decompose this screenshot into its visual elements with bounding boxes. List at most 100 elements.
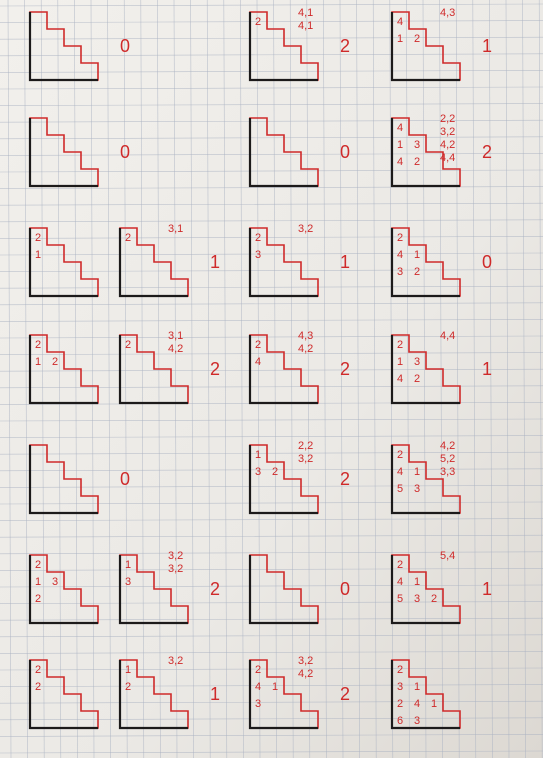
count-label: 0 bbox=[120, 469, 130, 489]
pair-annotation: 4,3 bbox=[440, 7, 455, 19]
count-label: 2 bbox=[340, 36, 350, 56]
cell-entry: 2 bbox=[125, 232, 131, 244]
cell-entry: 4 bbox=[397, 122, 403, 134]
cell-entry: 2 bbox=[397, 232, 403, 244]
cell-entry: 2 bbox=[397, 664, 403, 676]
count-label: 2 bbox=[482, 142, 492, 162]
pair-annotation: 3,2 bbox=[168, 550, 183, 562]
cell-entry: 5 bbox=[397, 483, 403, 495]
pair-annotation: 3,3 bbox=[440, 466, 455, 478]
cell-entry: 1 bbox=[397, 139, 403, 151]
cell-entry: 2 bbox=[397, 449, 403, 461]
cell-entry: 4 bbox=[414, 698, 420, 710]
pair-annotation: 4,2 bbox=[168, 343, 183, 355]
pair-annotation: 3,2 bbox=[298, 655, 313, 667]
cell-entry: 2 bbox=[431, 593, 437, 605]
cell-entry: 4 bbox=[397, 16, 403, 28]
cell-entry: 2 bbox=[414, 156, 420, 168]
cell-entry: 3 bbox=[414, 139, 420, 151]
cell-entry: 1 bbox=[255, 449, 261, 461]
cell-entry: 2 bbox=[35, 681, 41, 693]
cell-entry: 1 bbox=[35, 249, 41, 261]
cell-entry: 1 bbox=[125, 664, 131, 676]
cell-entry: 1 bbox=[125, 559, 131, 571]
cell-entry: 2 bbox=[255, 664, 261, 676]
cell-entry: 3 bbox=[255, 249, 261, 261]
pair-annotation: 3,2 bbox=[168, 563, 183, 575]
pair-annotation: 3,2 bbox=[440, 126, 455, 138]
cell-entry: 2 bbox=[272, 466, 278, 478]
cell-entry: 1 bbox=[414, 681, 420, 693]
cell-entry: 2 bbox=[255, 232, 261, 244]
count-label: 1 bbox=[340, 252, 350, 272]
cell-entry: 2 bbox=[397, 559, 403, 571]
pair-annotation: 4,2 bbox=[440, 440, 455, 452]
cell-entry: 4 bbox=[397, 156, 403, 168]
cell-entry: 1 bbox=[431, 698, 437, 710]
count-label: 1 bbox=[210, 684, 220, 704]
count-label: 2 bbox=[210, 359, 220, 379]
cell-entry: 2 bbox=[35, 559, 41, 571]
cell-entry: 3 bbox=[414, 715, 420, 727]
count-label: 1 bbox=[482, 36, 492, 56]
cell-entry: 2 bbox=[397, 339, 403, 351]
count-label: 2 bbox=[340, 359, 350, 379]
cell-entry: 1 bbox=[414, 249, 420, 261]
cell-entry: 2 bbox=[35, 593, 41, 605]
cell-entry: 2 bbox=[414, 33, 420, 45]
pair-annotation: 3,1 bbox=[168, 223, 183, 235]
count-label: 0 bbox=[340, 142, 350, 162]
cell-entry: 2 bbox=[35, 339, 41, 351]
pair-annotation: 4,2 bbox=[440, 139, 455, 151]
cell-entry: 1 bbox=[397, 356, 403, 368]
pair-annotation: 3,2 bbox=[298, 453, 313, 465]
count-label: 2 bbox=[340, 469, 350, 489]
pair-annotation: 5,4 bbox=[440, 550, 455, 562]
cell-entry: 4 bbox=[397, 466, 403, 478]
count-label: 1 bbox=[482, 579, 492, 599]
cell-entry: 4 bbox=[397, 249, 403, 261]
cell-entry: 3 bbox=[414, 356, 420, 368]
cell-entry: 1 bbox=[35, 576, 41, 588]
count-label: 1 bbox=[482, 359, 492, 379]
pair-annotation: 3,1 bbox=[168, 330, 183, 342]
count-label: 2 bbox=[210, 579, 220, 599]
cell-entry: 3 bbox=[414, 593, 420, 605]
cell-entry: 1 bbox=[414, 576, 420, 588]
cell-entry: 3 bbox=[255, 466, 261, 478]
cell-entry: 6 bbox=[397, 715, 403, 727]
pair-annotation: 2,2 bbox=[298, 440, 313, 452]
cell-entry: 1 bbox=[397, 33, 403, 45]
pair-annotation: 3,2 bbox=[168, 655, 183, 667]
cell-entry: 3 bbox=[255, 698, 261, 710]
cell-entry: 2 bbox=[52, 356, 58, 368]
cell-entry: 3 bbox=[397, 266, 403, 278]
pair-annotation: 4,3 bbox=[298, 330, 313, 342]
pair-annotation: 4,4 bbox=[440, 152, 455, 164]
cell-entry: 2 bbox=[414, 373, 420, 385]
count-label: 0 bbox=[120, 36, 130, 56]
cell-entry: 1 bbox=[35, 356, 41, 368]
pair-annotation: 5,2 bbox=[440, 453, 455, 465]
cell-entry: 2 bbox=[397, 698, 403, 710]
cell-entry: 1 bbox=[414, 466, 420, 478]
cell-entry: 2 bbox=[255, 339, 261, 351]
cell-entry: 4 bbox=[397, 373, 403, 385]
count-label: 2 bbox=[340, 684, 350, 704]
pair-annotation: 4,4 bbox=[440, 330, 455, 342]
cell-entry: 4 bbox=[255, 681, 261, 693]
cell-entry: 2 bbox=[35, 664, 41, 676]
cell-entry: 4 bbox=[255, 356, 261, 368]
cell-entry: 1 bbox=[272, 681, 278, 693]
count-label: 1 bbox=[210, 252, 220, 272]
cell-entry: 2 bbox=[125, 339, 131, 351]
cell-entry: 5 bbox=[397, 593, 403, 605]
cell-entry: 2 bbox=[35, 232, 41, 244]
count-label: 0 bbox=[340, 579, 350, 599]
cell-entry: 2 bbox=[125, 681, 131, 693]
pair-annotation: 4,1 bbox=[298, 7, 313, 19]
count-label: 0 bbox=[482, 252, 492, 272]
cell-entry: 3 bbox=[414, 483, 420, 495]
pair-annotation: 4,1 bbox=[298, 20, 313, 32]
